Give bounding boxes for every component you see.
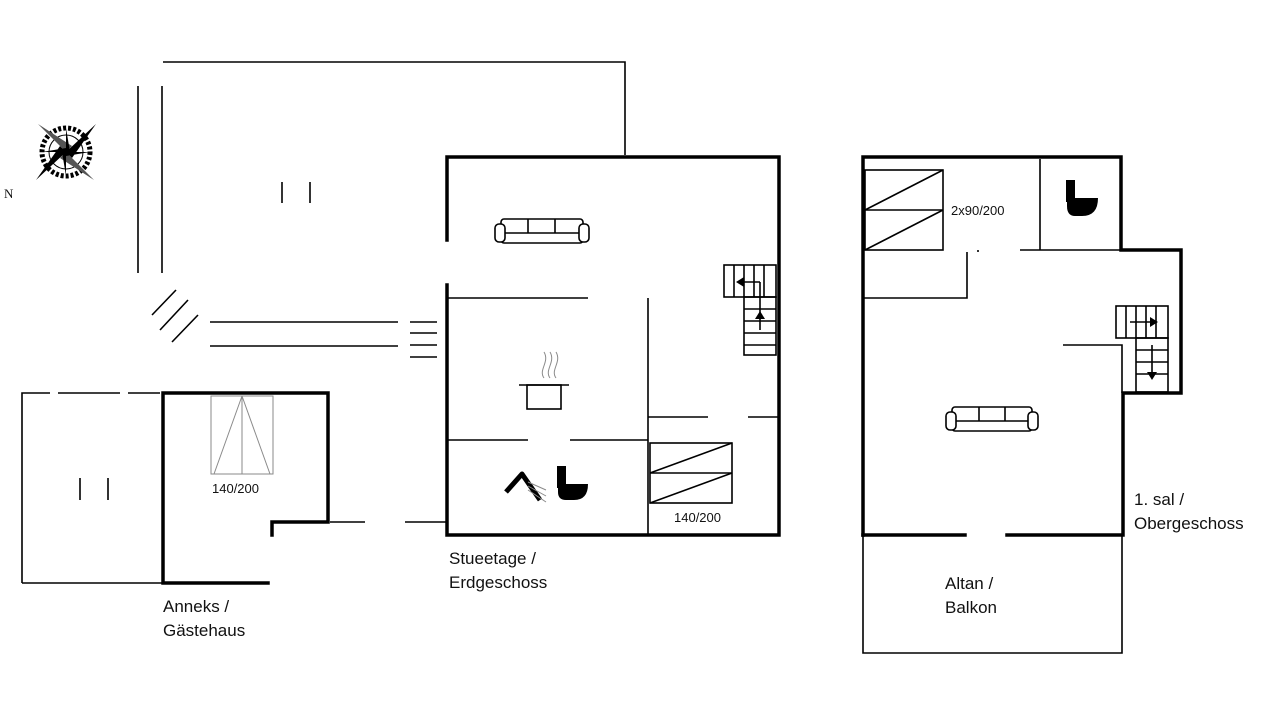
terrace-outline bbox=[137, 61, 626, 523]
ground-floor-label-line2: Erdgeschoss bbox=[449, 573, 548, 592]
ground-floor-label-line1: Stueetage / bbox=[449, 549, 536, 568]
compass-north-label: N bbox=[4, 186, 14, 201]
ground-sofa-icon bbox=[494, 218, 590, 244]
cooking-pot-icon bbox=[519, 351, 569, 410]
upper-floor-walls bbox=[861, 155, 1183, 654]
upper-floor-label-line2: Obergeschoss bbox=[1134, 514, 1244, 533]
upper-sofa-icon bbox=[945, 406, 1039, 432]
annex-label-line1: Anneks / bbox=[163, 597, 230, 616]
ground-shower-icon bbox=[504, 471, 547, 503]
annex-bed-icon bbox=[210, 395, 274, 475]
ground-toilet-icon bbox=[557, 466, 588, 500]
upper-floor-label: 1. sal / Obergeschoss bbox=[1134, 488, 1244, 536]
ground-floor-label: Stueetage / Erdgeschoss bbox=[449, 547, 547, 595]
compass-rose-icon bbox=[36, 124, 96, 180]
ground-staircase-icon bbox=[723, 264, 777, 356]
balcony-label-line2: Balkon bbox=[945, 598, 997, 617]
upper-toilet-icon bbox=[1066, 180, 1098, 216]
ground-bed-icon bbox=[649, 442, 733, 504]
upper-staircase-icon bbox=[1115, 305, 1169, 393]
upper-beds-icon bbox=[864, 169, 944, 251]
upper-floor-label-line1: 1. sal / bbox=[1134, 490, 1185, 509]
balcony-label: Altan / Balkon bbox=[945, 572, 997, 620]
annex-label-line2: Gästehaus bbox=[163, 621, 246, 640]
annex-label: Anneks / Gästehaus bbox=[163, 595, 245, 643]
annex-bed-size: 140/200 bbox=[212, 481, 259, 496]
ground-floor-walls bbox=[445, 155, 781, 537]
balcony-label-line1: Altan / bbox=[945, 574, 994, 593]
ground-bed-size: 140/200 bbox=[674, 510, 721, 525]
annex-outline bbox=[21, 391, 330, 585]
upper-beds-size: 2x90/200 bbox=[951, 203, 1005, 218]
